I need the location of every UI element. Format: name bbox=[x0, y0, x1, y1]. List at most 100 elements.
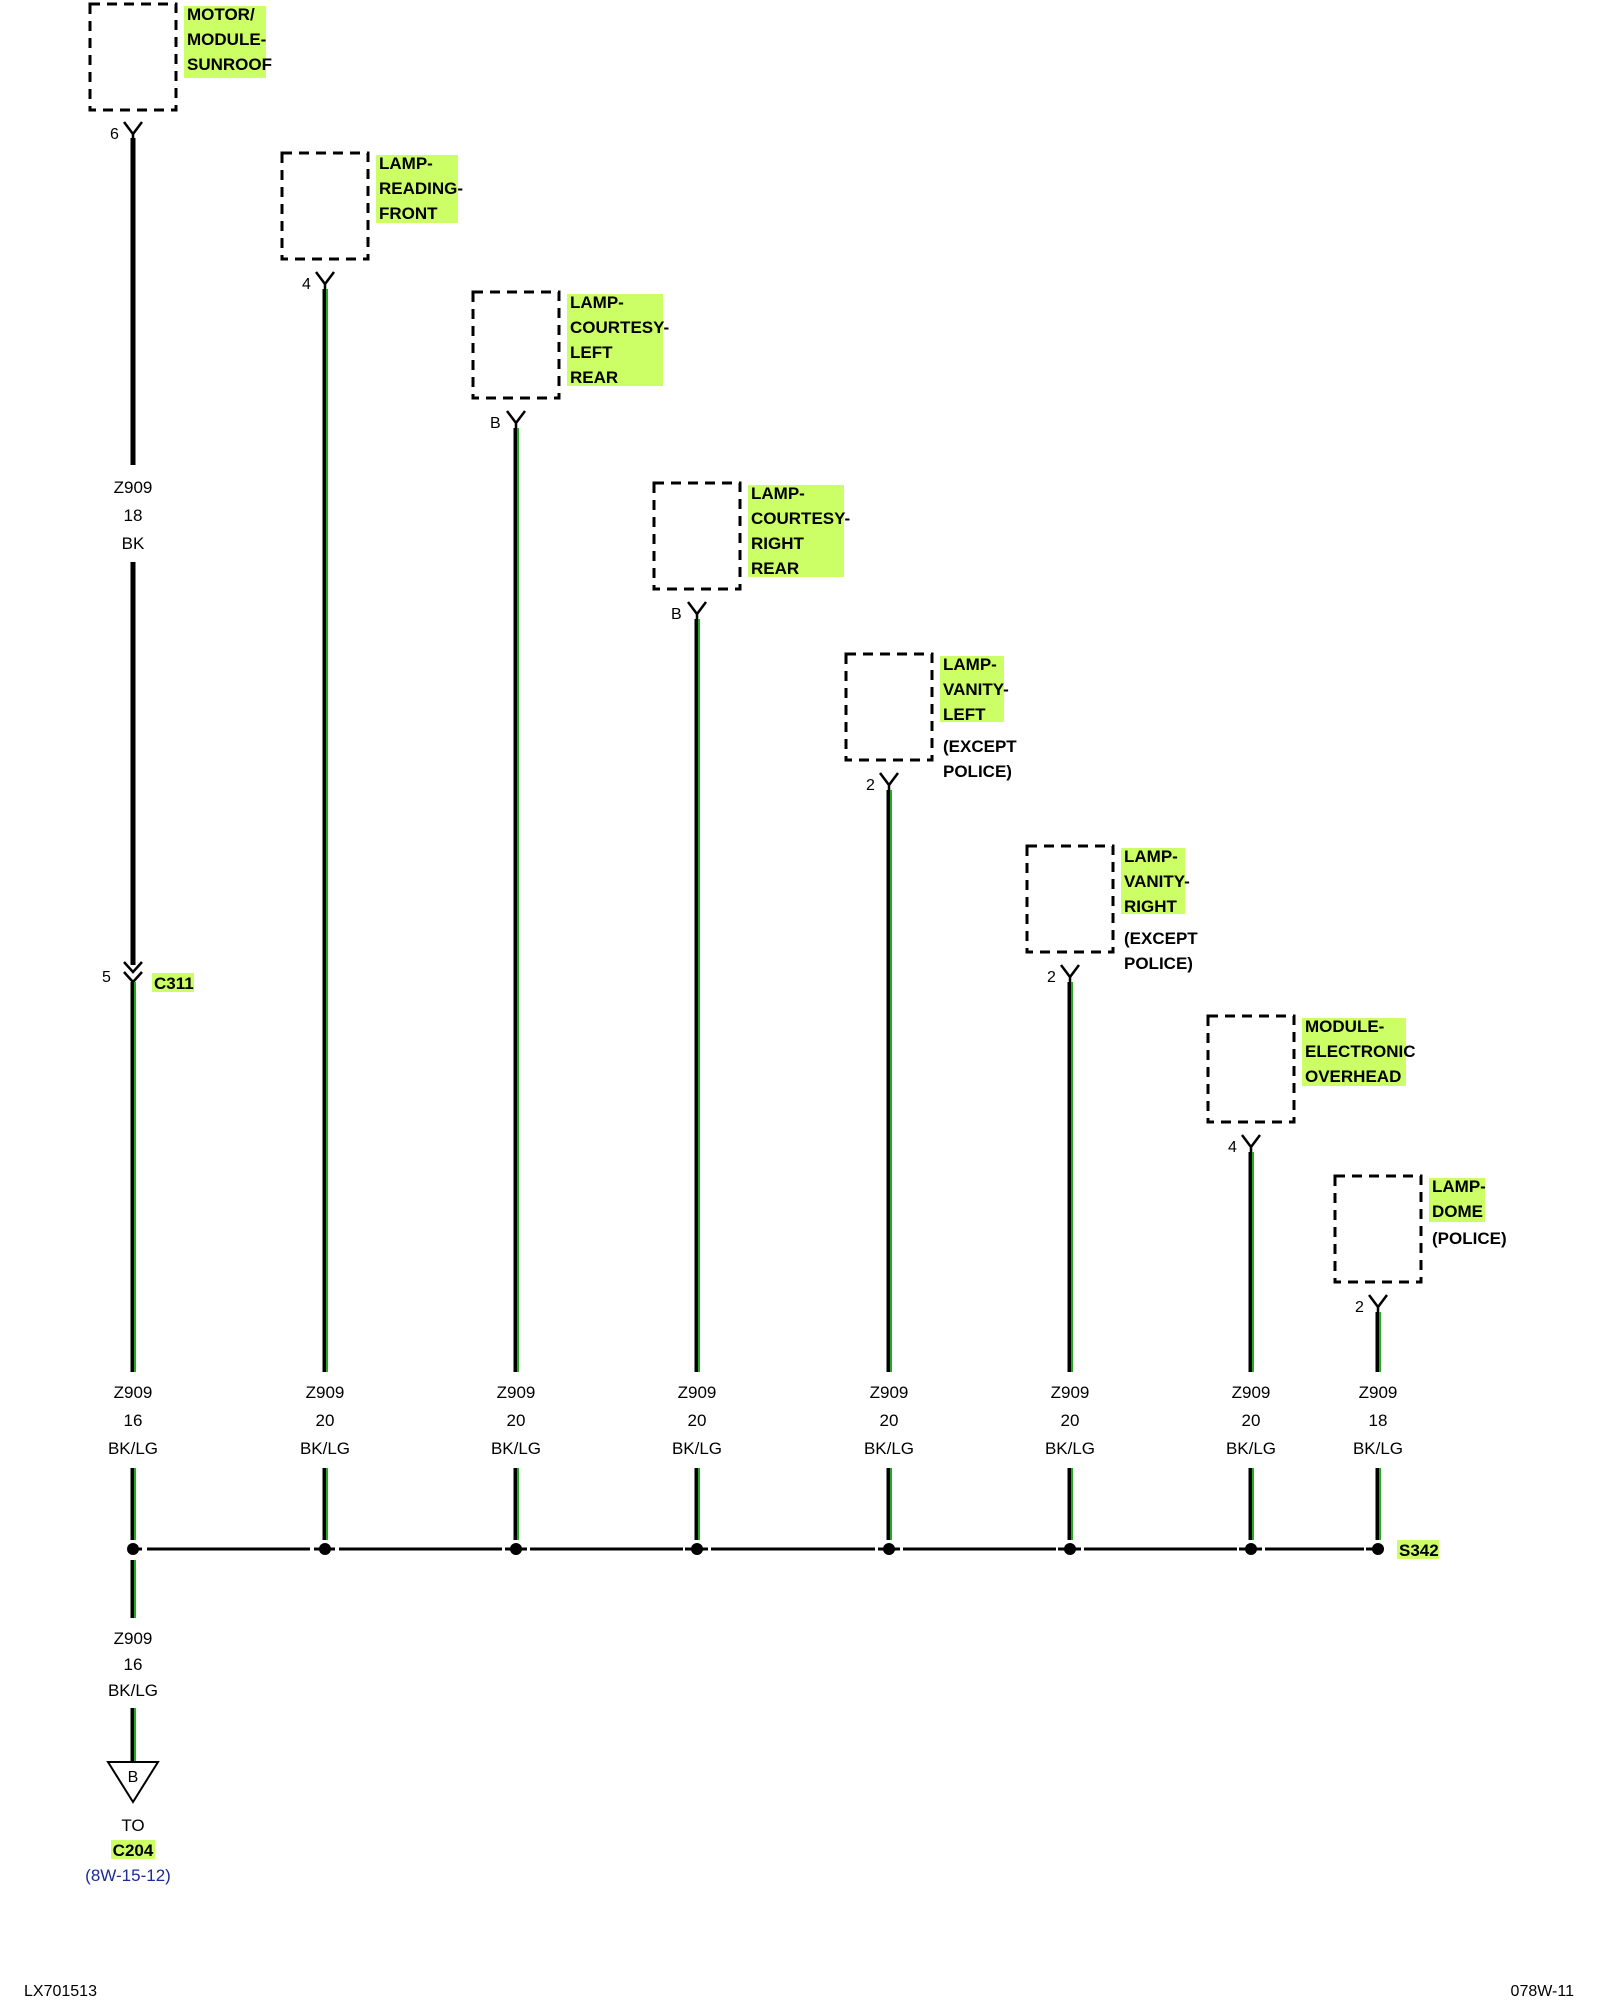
component-lamp-vanity-right: LAMP- VANITY- RIGHT (EXCEPT POLICE) 2 bbox=[1025, 844, 1198, 986]
component-label-line: LAMP- bbox=[1124, 847, 1178, 866]
wire-color-label: BK/LG bbox=[491, 1439, 541, 1458]
wire-color-label: BK/LG bbox=[1226, 1439, 1276, 1458]
label-highlight bbox=[152, 973, 194, 992]
component-label-line: VANITY- bbox=[1124, 872, 1190, 891]
label-highlight bbox=[567, 294, 663, 386]
terminal-symbol bbox=[315, 271, 335, 290]
component-label-line: POLICE) bbox=[943, 762, 1012, 781]
splice-dot bbox=[127, 1543, 139, 1555]
pin-number: 2 bbox=[866, 777, 875, 794]
splice-dot bbox=[319, 1543, 331, 1555]
label-highlight bbox=[376, 155, 458, 223]
wire-color-label: BK bbox=[122, 534, 145, 553]
wire-circuit-label: Z909 bbox=[497, 1383, 536, 1402]
component-label-line: COURTESY- bbox=[751, 509, 850, 528]
connector-pin-number: 5 bbox=[102, 969, 111, 986]
offpage-triangle bbox=[106, 1761, 160, 1804]
label-highlight bbox=[1302, 1018, 1406, 1086]
component-label-line: LEFT bbox=[570, 343, 613, 362]
offpage-to-label: TO bbox=[121, 1816, 144, 1835]
offpage-connector-name: C204 bbox=[113, 1841, 154, 1860]
offpage-connector: B TO C204 (8W-15-12) bbox=[85, 1761, 171, 1885]
wire-gauge-label: 20 bbox=[1242, 1411, 1261, 1430]
component-label-line: READING- bbox=[379, 179, 463, 198]
wire-gauge-label: 18 bbox=[1369, 1411, 1388, 1430]
component-label-line: DOME bbox=[1432, 1202, 1483, 1221]
splice-dot bbox=[691, 1543, 703, 1555]
wire-gauge-label: 16 bbox=[124, 1655, 143, 1674]
connector-name: C311 bbox=[154, 974, 194, 993]
component-label-line: POLICE) bbox=[1124, 954, 1193, 973]
component-label-line: (EXCEPT bbox=[1124, 929, 1198, 948]
terminal-symbol bbox=[1241, 1134, 1261, 1153]
wire-gauge-label: 20 bbox=[316, 1411, 335, 1430]
pin-number: 4 bbox=[302, 276, 311, 293]
terminal-symbol bbox=[687, 601, 707, 620]
wire-gauge-label: 20 bbox=[507, 1411, 526, 1430]
terminal-symbol bbox=[879, 772, 899, 791]
footer-right-code: 078W-11 bbox=[1511, 1983, 1575, 2000]
wire-circuit-label: Z909 bbox=[1359, 1383, 1398, 1402]
label-highlight bbox=[940, 656, 1004, 722]
component-module-electronic-overhead: MODULE- ELECTRONIC OVERHEAD 4 bbox=[1206, 1014, 1416, 1156]
splice-dot bbox=[883, 1543, 895, 1555]
component-box bbox=[1333, 1174, 1423, 1284]
wire-gauge-label: 20 bbox=[880, 1411, 899, 1430]
component-box bbox=[88, 2, 178, 112]
component-label-line: REAR bbox=[570, 368, 618, 387]
component-label-line: FRONT bbox=[379, 204, 438, 223]
pin-number: B bbox=[490, 415, 501, 432]
offpage-reference-link[interactable]: (8W-15-12) bbox=[85, 1866, 171, 1885]
wire-gauge-label: 20 bbox=[688, 1411, 707, 1430]
component-label-line: LAMP- bbox=[751, 484, 805, 503]
component-label-line: SUNROOF bbox=[187, 55, 272, 74]
component-label-line: RIGHT bbox=[751, 534, 805, 553]
splice-dot bbox=[1245, 1543, 1257, 1555]
offpage-letter: B bbox=[128, 1769, 139, 1786]
terminal-symbol bbox=[1368, 1294, 1388, 1313]
component-label-line: MODULE- bbox=[1305, 1017, 1384, 1036]
component-motor-module-sunroof: MOTOR/ MODULE- SUNROOF 6 bbox=[88, 2, 272, 143]
component-box bbox=[652, 481, 742, 591]
component-label-line: MOTOR/ bbox=[187, 5, 255, 24]
splice-dot bbox=[1064, 1543, 1076, 1555]
wire-color-label: BK/LG bbox=[864, 1439, 914, 1458]
component-lamp-reading-front: LAMP- READING- FRONT 4 bbox=[280, 151, 463, 293]
component-label-line: ELECTRONIC bbox=[1305, 1042, 1416, 1061]
branch-wire-lower-segments bbox=[130, 1468, 1381, 1540]
component-box bbox=[1025, 844, 1115, 954]
label-highlight bbox=[184, 6, 266, 78]
wire-color-label: BK/LG bbox=[108, 1681, 158, 1700]
component-label-line: LAMP- bbox=[379, 154, 433, 173]
connector-c311: 5 C311 bbox=[102, 961, 194, 993]
pin-number: 6 bbox=[110, 126, 119, 143]
footer-left-code: LX701513 bbox=[24, 1983, 97, 2000]
splice-dot bbox=[510, 1543, 522, 1555]
splice-name: S342 bbox=[1399, 1541, 1439, 1560]
terminal-symbol bbox=[506, 410, 526, 429]
wire-circuit-label: Z909 bbox=[114, 1383, 153, 1402]
wire-gauge-label: 18 bbox=[124, 506, 143, 525]
wire-circuit-label: Z909 bbox=[1051, 1383, 1090, 1402]
wire-z909-bk-lg-lower: Z909 16 BK/LG bbox=[108, 1560, 158, 1762]
component-box bbox=[280, 151, 370, 261]
pin-number: B bbox=[671, 606, 682, 623]
branch-wire-labels: Z909 16 BK/LG Z909 20 BK/LG Z909 20 BK/L… bbox=[108, 1383, 1403, 1458]
component-box bbox=[844, 652, 934, 762]
component-label-line: LEFT bbox=[943, 705, 986, 724]
wire-color-label: BK/LG bbox=[300, 1439, 350, 1458]
terminal-symbol bbox=[123, 121, 143, 140]
component-label-line: LAMP- bbox=[943, 655, 997, 674]
component-label-line: LAMP- bbox=[1432, 1177, 1486, 1196]
terminal-symbol bbox=[1060, 964, 1080, 983]
wire-circuit-label: Z909 bbox=[678, 1383, 717, 1402]
wire-color-label: BK/LG bbox=[1045, 1439, 1095, 1458]
component-lamp-courtesy-right-rear: LAMP- COURTESY- RIGHT REAR B bbox=[652, 481, 850, 623]
component-label-line: RIGHT bbox=[1124, 897, 1178, 916]
pin-number: 2 bbox=[1355, 1299, 1364, 1316]
label-highlight bbox=[1397, 1540, 1439, 1559]
wire-circuit-label: Z909 bbox=[870, 1383, 909, 1402]
component-lamp-courtesy-left-rear: LAMP- COURTESY- LEFT REAR B bbox=[471, 290, 669, 432]
label-highlight bbox=[748, 485, 844, 577]
component-label-line: LAMP- bbox=[570, 293, 624, 312]
